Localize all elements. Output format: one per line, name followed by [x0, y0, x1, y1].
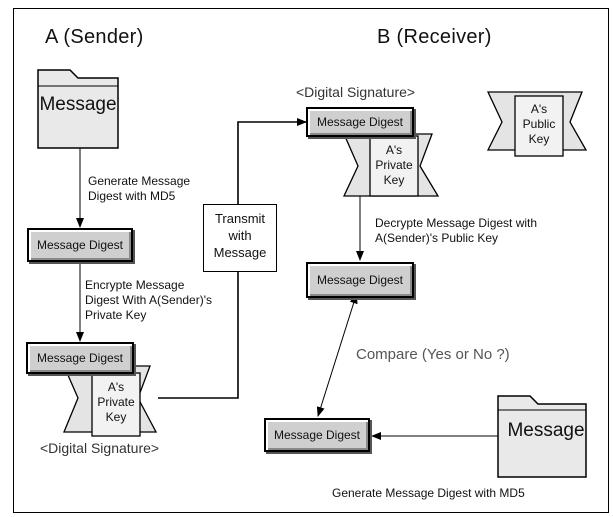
receiver-computed-digest: Message Digest	[264, 418, 370, 452]
sender-signed-digest: Message Digest	[26, 342, 134, 374]
sender-message-document	[37, 69, 119, 149]
receiver-title: B (Receiver)	[377, 26, 492, 48]
transmit-box: Transmit with Message	[203, 204, 277, 272]
diagram-frame	[13, 8, 609, 513]
sender-message-label: Message	[39, 94, 117, 115]
encrypt-caption: Encrypte Message Digest With A(Sender)'s…	[85, 278, 213, 322]
receiver-message-label: Message	[507, 420, 585, 441]
receiver-decrypted-digest: Message Digest	[306, 262, 414, 298]
decrypt-caption: Decrypte Message Digest with A(Sender)'s…	[375, 216, 538, 245]
sender-private-key-label: A's Private Key	[97, 380, 135, 424]
arrow-compare	[316, 293, 358, 417]
receiver-message-document	[497, 395, 587, 478]
receiver-generate-caption: Generate Message Digest with MD5	[332, 486, 525, 500]
sender-signature-label: <Digital Signature>	[40, 440, 160, 456]
sender-private-key-shape	[63, 365, 158, 437]
receiver-public-key-label: A's Public Key	[522, 102, 556, 146]
receiver-signature-label: <Digital Signature>	[296, 84, 416, 100]
generate-md5-caption: Generate Message Digest with MD5	[88, 174, 191, 203]
receiver-signed-digest: Message Digest	[306, 107, 414, 137]
sender-title: A (Sender)	[45, 26, 144, 48]
sender-message-digest: Message Digest	[27, 228, 133, 262]
receiver-private-key-label: A's Private Key	[375, 143, 413, 187]
compare-label: Compare (Yes or No ?)	[356, 346, 510, 363]
receiver-private-key-shape	[342, 133, 440, 197]
receiver-public-key-shape	[486, 91, 588, 157]
